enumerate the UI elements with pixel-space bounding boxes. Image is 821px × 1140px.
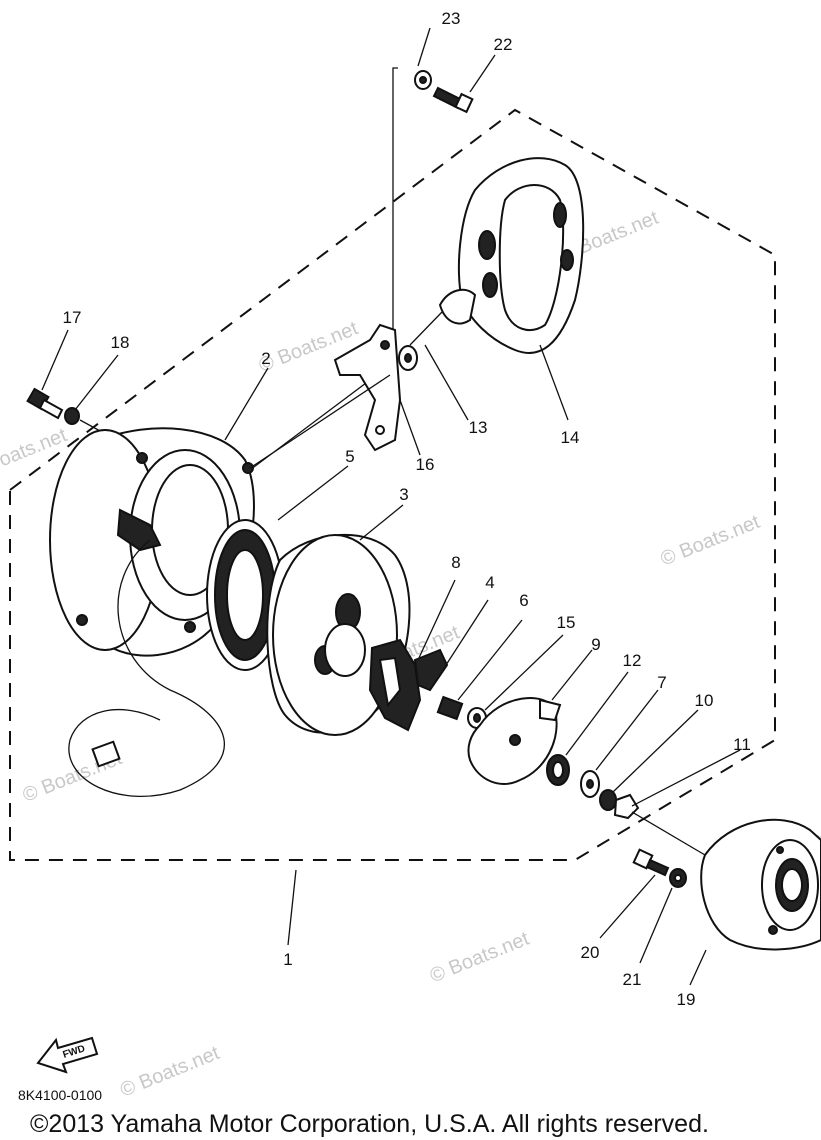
pawl-part-8 <box>368 638 422 732</box>
callout-7: 7 <box>657 673 666 692</box>
callout-2: 2 <box>261 349 270 368</box>
bolt-part-22 <box>432 86 474 114</box>
watermark: © Boats.net <box>427 928 533 988</box>
bolt-part-17 <box>26 387 64 420</box>
friction-plate-part-9 <box>467 697 562 785</box>
callout-11: 11 <box>733 735 751 754</box>
callout-10: 10 <box>695 691 714 710</box>
grommet-part-13 <box>398 345 418 371</box>
callout-5: 5 <box>345 447 354 466</box>
callout-21: 21 <box>623 970 642 989</box>
washer-part-12 <box>546 754 570 786</box>
callout-16: 16 <box>416 455 435 474</box>
washer-part-7 <box>580 770 600 798</box>
callout-13: 13 <box>469 418 488 437</box>
washer-part-10 <box>599 789 617 811</box>
callout-15: 15 <box>557 613 576 632</box>
rope-guide-part-16 <box>333 323 402 452</box>
callout-17: 17 <box>63 308 82 327</box>
watermark: © Boats.net <box>117 1042 223 1102</box>
wire-connector <box>91 740 121 768</box>
callout-19: 19 <box>677 990 696 1009</box>
callout-20: 20 <box>581 943 600 962</box>
callout-23: 23 <box>442 9 461 28</box>
bolt-part-20 <box>632 848 670 877</box>
washer-part-21 <box>669 868 687 888</box>
callout-8: 8 <box>451 553 460 572</box>
part-code: 8K4100-0100 <box>18 1087 102 1103</box>
callout-1: 1 <box>283 950 292 969</box>
spring-part-6 <box>436 695 464 721</box>
washer-part-23 <box>414 70 432 90</box>
washer-part-18 <box>64 407 80 425</box>
forward-arrow-icon: FWD <box>36 1036 99 1074</box>
pawl-spring-part-4 <box>413 648 449 692</box>
callout-22: 22 <box>494 35 513 54</box>
callout-18: 18 <box>111 333 130 352</box>
assembly-boundary <box>9 108 776 861</box>
callout-6: 6 <box>519 591 528 610</box>
watermark: © Boats.net <box>658 511 764 571</box>
callout-12: 12 <box>623 651 642 670</box>
callout-14: 14 <box>561 428 580 447</box>
callout-9: 9 <box>591 635 600 654</box>
copyright-text: ©2013 Yamaha Motor Corporation, U.S.A. A… <box>30 1110 709 1138</box>
recoil-spring-part-5 <box>206 519 284 671</box>
starter-handle-part-14 <box>438 157 585 354</box>
nut-part-11 <box>613 793 640 820</box>
starter-pulley-part-19 <box>700 818 821 951</box>
callout-4: 4 <box>485 573 494 592</box>
callout-3: 3 <box>399 485 408 504</box>
